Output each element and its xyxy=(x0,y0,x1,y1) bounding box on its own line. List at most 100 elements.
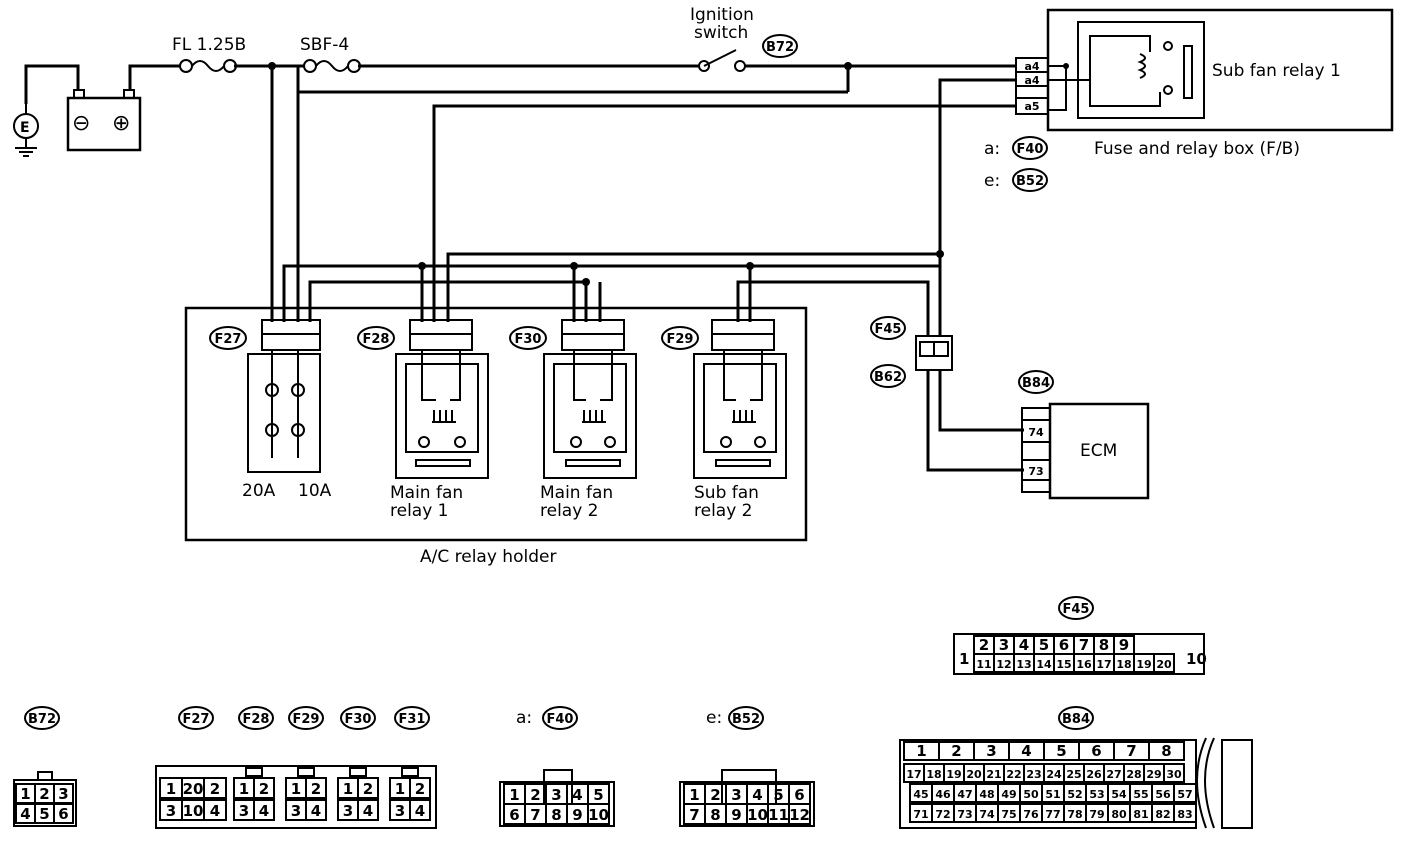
svg-text:F28: F28 xyxy=(363,332,390,347)
svg-text:10: 10 xyxy=(1186,650,1207,668)
f45-bottom-pin: 13 xyxy=(1016,658,1031,671)
svg-text:B84: B84 xyxy=(1062,712,1090,727)
b84-row2-cell xyxy=(1163,763,1185,783)
f45-bottom-pin: 20 xyxy=(1156,658,1172,671)
b84-row4-cell xyxy=(1173,803,1197,823)
fuse-relay-box-label: Fuse and relay box (F/B) xyxy=(1094,139,1300,159)
legend-f45-tag: F45 xyxy=(1058,596,1094,620)
b84-row4-pin: 71 xyxy=(913,808,928,821)
b84-row2-pin: 17 xyxy=(906,768,921,781)
relay-top-pin: 2 xyxy=(363,780,373,798)
legend-relay-panel xyxy=(155,765,437,829)
b84-row1-pin: 3 xyxy=(986,742,996,760)
f45-top-pin: 8 xyxy=(1099,636,1109,654)
relay-bottom-pin: 3 xyxy=(291,802,301,820)
ground-label: E xyxy=(20,120,30,136)
battery-plus-icon: ⊕ xyxy=(112,111,130,136)
b84-row2-pin: 21 xyxy=(986,768,1001,781)
b72-top-pin: 1 xyxy=(20,785,30,803)
b84-row4-pin: 79 xyxy=(1089,808,1104,821)
ignition-label-line1: Ignition xyxy=(690,5,754,25)
svg-text:73: 73 xyxy=(1028,465,1043,478)
b72-bottom-pin: 5 xyxy=(39,805,49,823)
b84-row2-pin: 23 xyxy=(1026,768,1041,781)
relay-top-cell xyxy=(409,777,431,799)
svg-text:B72: B72 xyxy=(766,40,794,55)
b84-row2-pin: 19 xyxy=(946,768,961,781)
svg-text:B72: B72 xyxy=(28,712,56,727)
fuse-20a-label: 20A xyxy=(242,481,276,501)
ecm-label: ECM xyxy=(1080,441,1117,461)
sbf-fuse-label: SBF-4 xyxy=(300,35,349,55)
b52-bottom-pin: 9 xyxy=(731,806,741,824)
main-fan-relay-2-label-l1: Main fan xyxy=(540,483,613,503)
b84-row4-pin: 83 xyxy=(1177,808,1192,821)
b84-row4-pin: 76 xyxy=(1023,808,1039,821)
b84-row3-pin: 55 xyxy=(1133,788,1148,801)
svg-text:F40: F40 xyxy=(1017,142,1044,157)
b52-top-pin: 1 xyxy=(689,786,699,804)
svg-text:a4: a4 xyxy=(1024,60,1039,73)
f45-top-pin: 9 xyxy=(1119,636,1129,654)
legend-f28-tag: F28 xyxy=(238,706,274,730)
relay-bottom-pin: 3 xyxy=(395,802,405,820)
b52-bottom-pin: 10 xyxy=(747,806,768,824)
f45-top-pin: 4 xyxy=(1019,636,1029,654)
b84-row4-pin: 77 xyxy=(1045,808,1060,821)
b52-bottom-pin: 7 xyxy=(689,806,699,824)
relay-bottom-cell xyxy=(357,799,379,821)
f45-top-pin: 6 xyxy=(1059,636,1069,654)
relay-top-pin: 1 xyxy=(395,780,405,798)
relay-top-cell xyxy=(253,777,275,799)
svg-text:F31: F31 xyxy=(399,712,426,727)
b84-row3-pin: 50 xyxy=(1023,788,1039,801)
sub-fan-relay-2-label-l1: Sub fan xyxy=(694,483,759,503)
f40-top-pin: 3 xyxy=(551,786,561,804)
sbf-fuse xyxy=(303,59,361,73)
b84-row4-pin: 80 xyxy=(1111,808,1127,821)
b52-top-pin: 3 xyxy=(731,786,741,804)
b84-row4-pin: 78 xyxy=(1067,808,1082,821)
connector-f40-tag: F40 xyxy=(1012,136,1048,160)
f45-bottom-pin: 17 xyxy=(1096,658,1111,671)
b84-row3-pin: 56 xyxy=(1155,788,1171,801)
relay-bottom-pin: 4 xyxy=(415,802,425,820)
fl-fuse-label: FL 1.25B xyxy=(172,35,246,55)
fl-fuse xyxy=(179,59,237,73)
b84-row3-pin: 47 xyxy=(957,788,972,801)
legend-b84-tag: B84 xyxy=(1058,706,1094,730)
b52-top-pin: 6 xyxy=(794,786,804,804)
b52-bottom-pin: 8 xyxy=(710,806,720,824)
fb-connector: a4 a4 a5 xyxy=(1015,57,1049,115)
relay-face-tab xyxy=(349,767,367,777)
svg-text:74: 74 xyxy=(1028,426,1044,439)
sub-fan-relay-1-label: Sub fan relay 1 xyxy=(1212,61,1341,81)
junction-dots xyxy=(268,62,944,286)
b84-row4-pin: 74 xyxy=(979,808,995,821)
inline-connector-f45-b62 xyxy=(915,335,953,371)
b84-row3-pin: 51 xyxy=(1045,788,1060,801)
b52-top-pin: 5 xyxy=(773,786,783,804)
connector-f28-tag: F28 xyxy=(357,326,395,350)
relay-top-pin: 1 xyxy=(291,780,301,798)
f40-bottom-pin: 8 xyxy=(551,806,561,824)
b52-bottom-cell xyxy=(788,803,811,825)
relay-top-pin: 2 xyxy=(311,780,321,798)
main-fan-relay-2-label-l2: relay 2 xyxy=(540,501,599,521)
relay-top-pin: 2 xyxy=(415,780,425,798)
relay-bottom-pin: 3 xyxy=(239,802,249,820)
relay-top-cell xyxy=(357,777,379,799)
legend-e-prefix: e: xyxy=(706,708,722,728)
b52-bottom-pin: 12 xyxy=(789,806,810,824)
f27-bottom-pin: 10 xyxy=(183,802,204,820)
f40-top-pin: 4 xyxy=(572,786,582,804)
relay-f29-sub-fan-2 xyxy=(693,319,787,479)
svg-text:B52: B52 xyxy=(732,712,760,727)
b72-top-pin: 2 xyxy=(39,785,49,803)
